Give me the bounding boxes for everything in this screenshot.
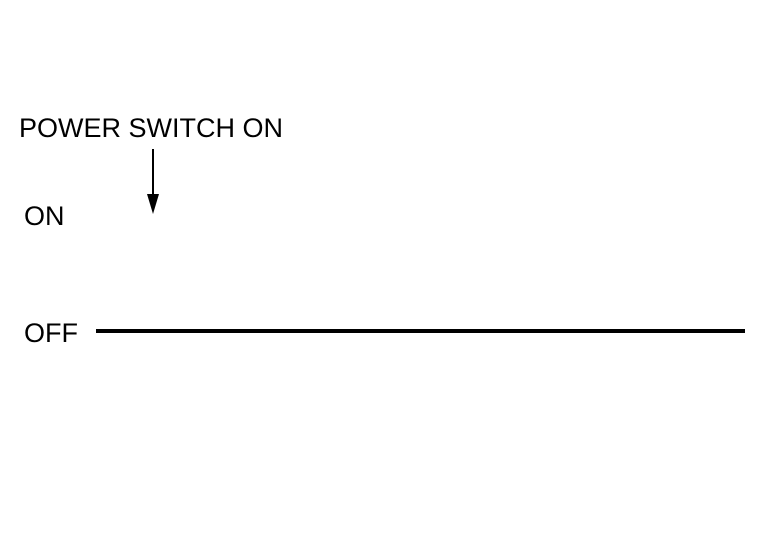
power-switch-on-annotation: POWER SWITCH ON (19, 113, 283, 143)
down-arrow-icon (147, 149, 159, 214)
arrow-head (147, 194, 159, 214)
off-level-label: OFF (24, 318, 78, 348)
on-level-label: ON (24, 201, 65, 231)
